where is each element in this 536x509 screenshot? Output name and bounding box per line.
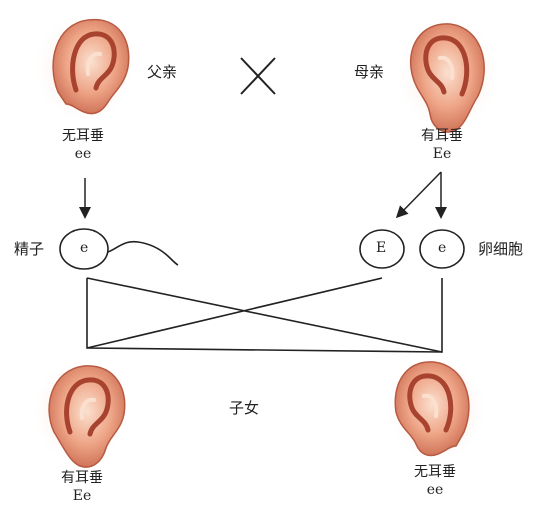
sperm-cell [59, 228, 109, 270]
mother-trait: 有耳垂 [421, 128, 463, 144]
child1-trait: 有耳垂 [61, 470, 103, 486]
sperm-label: 精子 [14, 240, 45, 258]
child1-genotype: Ee [72, 488, 92, 504]
offspring-label: 子女 [229, 399, 260, 417]
combination-lines [86, 277, 443, 353]
father-label: 父亲 [147, 63, 178, 81]
child2-trait: 无耳垂 [414, 464, 456, 480]
child2-genotype: ee [426, 482, 444, 498]
father-ear-image [32, 10, 136, 126]
child2-ear-image [384, 354, 488, 466]
mother-label: 母亲 [354, 63, 385, 81]
sperm-tail [107, 240, 179, 266]
egg-allele-E: E [376, 240, 387, 256]
egg-label: 卵细胞 [478, 240, 524, 258]
child1-ear-image [30, 358, 130, 468]
egg-cell-e [419, 229, 465, 269]
mother-to-egg-E-arrow [395, 171, 442, 219]
father-trait: 无耳垂 [62, 128, 104, 144]
egg-allele-e: e [438, 240, 447, 256]
sperm-allele: e [80, 240, 89, 256]
cross-symbol [240, 57, 276, 95]
mother-ear-image [394, 14, 502, 134]
mother-genotype: Ee [432, 146, 452, 162]
egg-cell-E [359, 229, 405, 269]
father-genotype: ee [74, 146, 92, 162]
